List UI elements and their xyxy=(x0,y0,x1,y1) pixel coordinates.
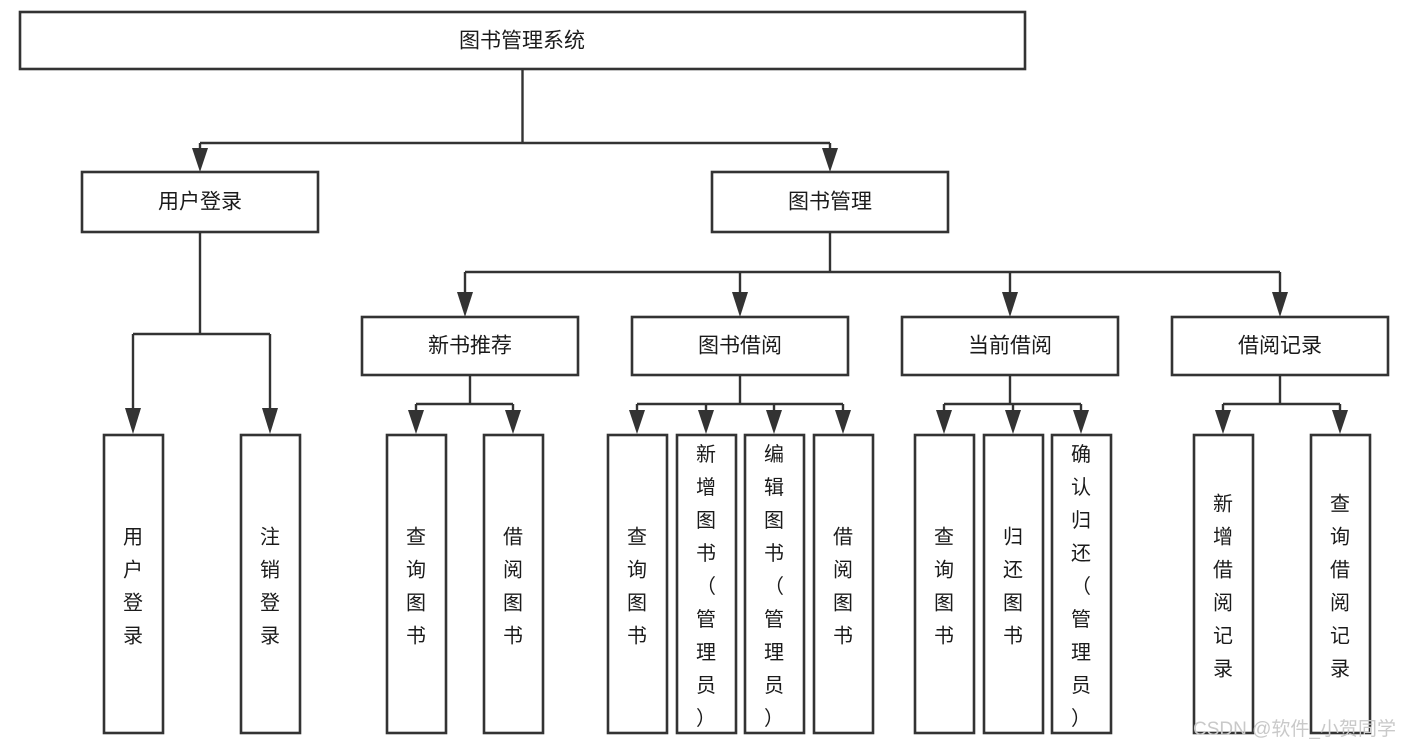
node-borrow-record-box[interactable] xyxy=(1170,315,1390,377)
node-book-borrow-box[interactable] xyxy=(630,315,850,377)
node-leaf-borrow-book-1[interactable]: 借阅图书 xyxy=(482,433,545,735)
node-leaf-user-logout[interactable]: 注销登录 xyxy=(239,433,302,735)
node-new-book-recommend-label: 新书推荐 xyxy=(428,335,512,358)
node-borrow-record-label: 借阅记录 xyxy=(1238,335,1322,358)
node-leaf-user-login-label: 用户登录 xyxy=(123,527,143,648)
node-root[interactable]: 图书管理系统 xyxy=(18,10,1027,71)
node-leaf-query-book-3-box[interactable] xyxy=(913,433,976,735)
node-leaf-query-record-label: 查询借阅记录 xyxy=(1330,493,1350,681)
node-leaf-borrow-book-1-box[interactable] xyxy=(482,433,545,735)
arrow-head-leaf-edit-book xyxy=(766,410,782,434)
node-root-box[interactable] xyxy=(18,10,1027,71)
arrow-head-leaf-borrow-book-1 xyxy=(505,410,521,434)
node-root-label: 图书管理系统 xyxy=(459,30,585,53)
node-leaf-borrow-book-2-label: 借阅图书 xyxy=(833,526,853,648)
node-leaf-query-book-2[interactable]: 查询图书 xyxy=(606,433,669,735)
leaf-layer: 用户登录 注销登录 查询图书 借阅图书 查询图书 新增图书（管理员） xyxy=(102,433,1372,735)
node-leaf-edit-book[interactable]: 编辑图书（管理员） xyxy=(743,433,806,735)
node-leaf-add-book-box[interactable] xyxy=(675,433,738,735)
arrow-head-leaf-add-record xyxy=(1215,410,1231,434)
arrow-head-leaf-borrow-book-2 xyxy=(835,410,851,434)
node-leaf-confirm-return[interactable]: 确认归还（管理员） xyxy=(1050,433,1113,735)
node-user-login-box[interactable] xyxy=(80,170,320,234)
node-user-login[interactable]: 用户登录 xyxy=(80,170,320,234)
connector-layer xyxy=(125,69,1348,434)
node-leaf-borrow-book-1-label: 借阅图书 xyxy=(503,526,523,648)
arrow-head-book-borrow xyxy=(732,292,748,317)
node-book-borrow[interactable]: 图书借阅 xyxy=(630,315,850,377)
node-new-book-recommend-box[interactable] xyxy=(360,315,580,377)
arrow-head-leaf-query-book-3 xyxy=(936,410,952,434)
node-leaf-add-book[interactable]: 新增图书（管理员） xyxy=(675,433,738,735)
arrow-head-leaf-confirm-return xyxy=(1073,410,1089,434)
arrow-head-new-book-recommend xyxy=(457,292,473,317)
node-leaf-return-book-box[interactable] xyxy=(982,433,1045,735)
node-leaf-query-record[interactable]: 查询借阅记录 xyxy=(1309,433,1372,735)
node-book-manage-label: 图书管理 xyxy=(788,191,872,214)
arrow-head-book-manage xyxy=(822,148,838,172)
arrow-head-leaf-user-login xyxy=(125,408,141,434)
arrow-head-leaf-return-book xyxy=(1005,410,1021,434)
node-current-borrow-box[interactable] xyxy=(900,315,1120,377)
node-leaf-user-logout-label: 注销登录 xyxy=(260,526,280,648)
node-leaf-borrow-book-2[interactable]: 借阅图书 xyxy=(812,433,875,735)
node-leaf-query-book-2-label: 查询图书 xyxy=(627,526,647,648)
node-leaf-return-book-label: 归还图书 xyxy=(1003,526,1023,648)
arrow-head-current-borrow xyxy=(1002,292,1018,317)
node-leaf-user-login-box[interactable] xyxy=(102,433,165,735)
node-borrow-record[interactable]: 借阅记录 xyxy=(1170,315,1390,377)
node-new-book-recommend[interactable]: 新书推荐 xyxy=(360,315,580,377)
node-current-borrow-label: 当前借阅 xyxy=(968,335,1052,358)
node-book-borrow-label: 图书借阅 xyxy=(698,335,782,358)
node-leaf-confirm-return-label: 确认归还（管理员） xyxy=(1071,443,1091,730)
arrow-head-leaf-add-book xyxy=(698,410,714,434)
node-leaf-query-book-1-label: 查询图书 xyxy=(406,526,426,648)
node-leaf-user-login[interactable]: 用户登录 xyxy=(102,433,165,735)
node-leaf-add-record[interactable]: 新增借阅记录 xyxy=(1192,433,1255,735)
node-leaf-edit-book-box[interactable] xyxy=(743,433,806,735)
node-leaf-query-book-2-box[interactable] xyxy=(606,433,669,735)
node-leaf-query-book-1[interactable]: 查询图书 xyxy=(385,433,448,735)
arrow-head-borrow-record xyxy=(1272,292,1288,317)
node-book-manage-box[interactable] xyxy=(710,170,950,234)
node-leaf-borrow-book-2-box[interactable] xyxy=(812,433,875,735)
node-leaf-add-record-label: 新增借阅记录 xyxy=(1213,493,1233,681)
arrow-head-leaf-query-record xyxy=(1332,410,1348,434)
node-leaf-query-book-3[interactable]: 查询图书 xyxy=(913,433,976,735)
watermark-label: CSDN @软件_小贺同学 xyxy=(1193,718,1396,740)
node-book-manage[interactable]: 图书管理 xyxy=(710,170,950,234)
node-leaf-query-record-box[interactable] xyxy=(1309,433,1372,735)
node-leaf-query-book-3-label: 查询图书 xyxy=(934,526,954,648)
node-leaf-edit-book-label: 编辑图书（管理员） xyxy=(764,443,784,730)
node-leaf-add-record-box[interactable] xyxy=(1192,433,1255,735)
arrow-head-leaf-query-book-1 xyxy=(408,410,424,434)
node-user-login-label: 用户登录 xyxy=(158,191,242,214)
node-leaf-user-logout-box[interactable] xyxy=(239,433,302,735)
node-leaf-query-book-1-box[interactable] xyxy=(385,433,448,735)
arrow-head-user-login xyxy=(192,148,208,172)
arrow-head-leaf-query-book-2 xyxy=(629,410,645,434)
node-leaf-add-book-label: 新增图书（管理员） xyxy=(696,443,716,730)
arrow-head-leaf-user-logout xyxy=(262,408,278,434)
node-current-borrow[interactable]: 当前借阅 xyxy=(900,315,1120,377)
node-leaf-confirm-return-box[interactable] xyxy=(1050,433,1113,735)
node-leaf-return-book[interactable]: 归还图书 xyxy=(982,433,1045,735)
